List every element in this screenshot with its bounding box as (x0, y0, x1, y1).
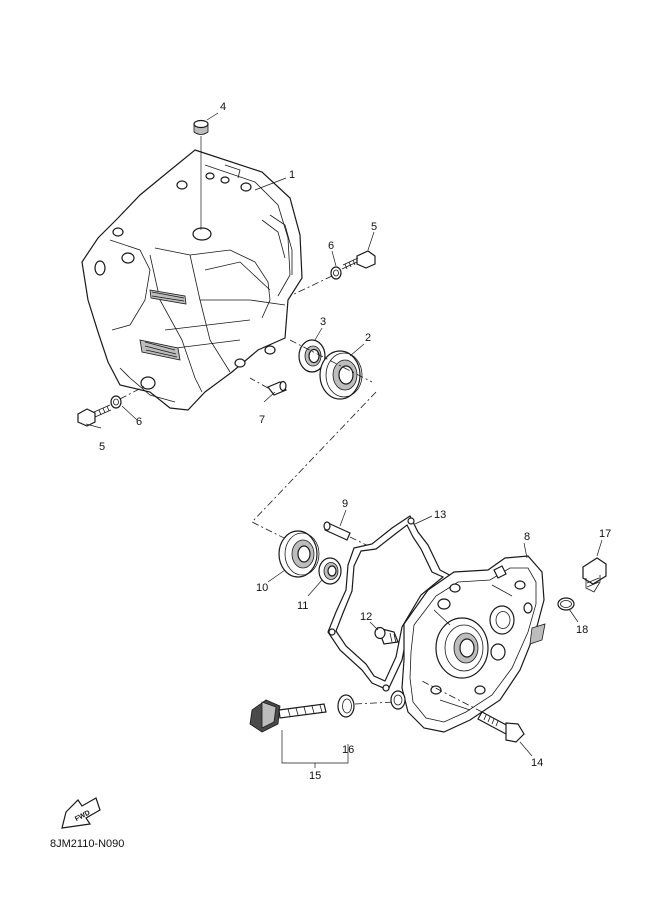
callout-labels: 4 1 5 6 3 2 7 6 5 9 13 8 17 10 11 12 18 … (99, 101, 611, 782)
callout-15: 15 (309, 770, 321, 782)
callout-10: 10 (256, 582, 268, 594)
part-6-washer-upper[interactable] (330, 266, 342, 280)
part-13-gasket[interactable] (327, 515, 457, 692)
callout-1: 1 (289, 169, 295, 181)
callout-9: 9 (342, 498, 348, 510)
part-16-o-ring[interactable] (337, 690, 406, 718)
part-17-drain-plug[interactable] (582, 557, 607, 593)
callout-3: 3 (320, 316, 326, 328)
part-11-oil-seal[interactable] (318, 557, 342, 585)
callout-5-lower: 5 (99, 441, 105, 453)
assembly-connector-line (251, 391, 377, 547)
callout-2: 2 (365, 332, 371, 344)
callout-5-upper: 5 (371, 221, 377, 233)
crankcase-left[interactable] (81, 149, 303, 411)
drawing-code: 8JM2110-N090 (50, 838, 125, 850)
part-4-collar[interactable] (193, 119, 209, 231)
callout-16: 16 (342, 744, 354, 756)
part-12-plug[interactable] (374, 626, 399, 645)
callout-6-upper: 6 (328, 240, 334, 252)
callout-11: 11 (297, 600, 308, 612)
callout-6-lower: 6 (136, 416, 142, 428)
part-15-16-bracket (281, 730, 349, 764)
part-6-washer-lower[interactable] (110, 395, 122, 409)
callout-7: 7 (259, 414, 265, 426)
callout-14: 14 (531, 757, 543, 769)
callout-8: 8 (524, 531, 530, 543)
part-10-bearing[interactable] (278, 530, 320, 578)
part-5-bolt-upper[interactable] (341, 250, 376, 270)
callout-17: 17 (599, 528, 611, 540)
part-2-bearing[interactable] (319, 350, 363, 400)
callout-4: 4 (220, 101, 226, 113)
part-14-bolt[interactable] (419, 679, 525, 743)
leader-lines (85, 112, 603, 757)
part-15-dipstick[interactable] (249, 699, 327, 733)
forward-direction-arrow-icon: FWD (61, 797, 101, 829)
part-18-o-ring[interactable] (557, 597, 575, 611)
crankcase-right[interactable] (401, 555, 546, 733)
callout-13: 13 (434, 509, 446, 521)
part-5-bolt-lower[interactable] (77, 404, 112, 427)
callout-12: 12 (360, 611, 372, 623)
part-7-dowel-pin[interactable] (249, 377, 287, 396)
callout-18: 18 (576, 624, 588, 636)
